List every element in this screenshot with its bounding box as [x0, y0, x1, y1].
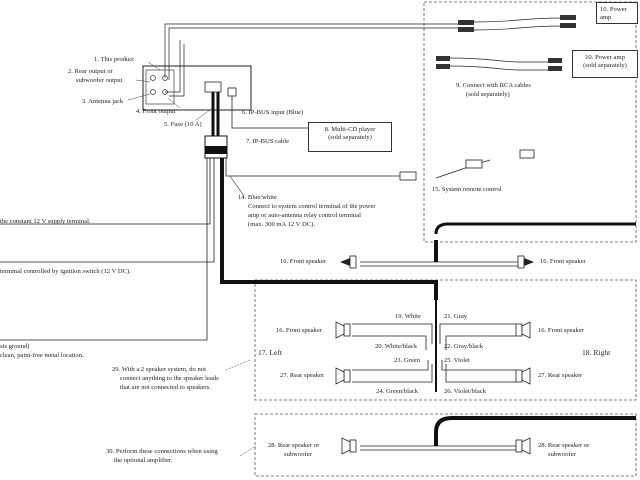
- label-blue-white-desc-1: Connect to system control terminal of th…: [248, 203, 376, 210]
- power-amp-subtitle: (sold separately): [583, 62, 627, 69]
- label-system-remote: 15. System remote control: [432, 186, 502, 193]
- wire-label-23: 23. Green: [394, 357, 420, 364]
- label-front-speaker-top-left: 16. Front speaker: [280, 258, 326, 265]
- label-chassis-location: clean, paint-free metal location.: [0, 352, 84, 359]
- note-29-line-1: 29. With a 2 speaker system, do not: [112, 366, 206, 373]
- label-front-output: 4. Front output: [136, 108, 176, 115]
- multi-cd-subtitle: (sold separately): [328, 134, 372, 141]
- label-antenna-jack: 3. Antenna jack: [82, 98, 124, 105]
- power-amp-box-top: 10. Power amp: [596, 2, 638, 24]
- note-29-line-3: that are not connected to speakers.: [120, 384, 211, 391]
- label-left: 17. Left: [258, 348, 283, 357]
- wire-label-24: 24. Green/black: [376, 388, 419, 395]
- wire-label-20: 20. White/black: [375, 343, 417, 350]
- label-chassis-ground: sis ground): [0, 343, 30, 350]
- power-amp-box: 10. Power amp (sold separately): [572, 50, 638, 78]
- label-rear-speaker-left: 27. Rear speaker: [280, 372, 325, 379]
- label-fuse: 5. Fuse (10 A): [164, 121, 202, 128]
- label-rca-cables: 9. Connect with RCA cables: [456, 82, 531, 89]
- multi-cd-title: 8. Multi-CD player: [324, 126, 376, 133]
- label-ignition: terminal controlled by ignition switch (…: [0, 268, 131, 275]
- label-rear-output-2: subwoofer output: [76, 77, 123, 84]
- power-amp-top-title: 10. Power amp: [600, 6, 627, 21]
- optional-amp-region: [423, 1, 637, 243]
- label-subwoofer-right-1: 28. Rear speaker or: [538, 442, 590, 449]
- wire-label-19: 19. White: [395, 313, 421, 320]
- label-front-speaker-right: 16. Front speaker: [538, 327, 584, 334]
- label-front-speaker-left: 16. Front speaker: [276, 327, 322, 334]
- label-rca-sold: (sold separately): [466, 91, 510, 98]
- label-rear-output: 2. Rear output or: [68, 68, 113, 75]
- multi-cd-player-box: 8. Multi-CD player (sold separately): [308, 122, 392, 152]
- label-subwoofer-left-1: 28. Rear speaker or: [268, 442, 320, 449]
- label-ipbus-input: 6. IP-BUS input (Blue): [242, 109, 304, 116]
- wire-label-25: 25. Violet: [444, 357, 470, 364]
- label-front-speaker-top-right: 16. Front speaker: [540, 258, 586, 265]
- wire-label-21: 21. Gray: [444, 313, 468, 320]
- note-29-line-2: connect anything to the speaker leads: [120, 375, 219, 382]
- label-subwoofer-left-2: subwoofer: [284, 451, 312, 458]
- wire-label-22: 22. Gray/black: [444, 343, 484, 350]
- power-amp-title: 10. Power amp: [585, 54, 625, 61]
- wire-label-26: 26. Violet/black: [444, 388, 486, 395]
- label-this-product: 1. This product: [94, 56, 134, 63]
- subwoofer-region: [254, 413, 637, 477]
- label-right: 18. Right: [582, 348, 611, 357]
- note-30-line-1: 30. Perform these connections when using: [106, 448, 218, 455]
- note-30-line-2: the optional amplifier.: [114, 457, 173, 464]
- label-blue-white: 14. Blue/white: [238, 194, 277, 201]
- label-blue-white-desc-3: (max. 300 mA 12 V DC).: [248, 221, 315, 228]
- label-rear-speaker-right: 27. Rear speaker: [538, 372, 583, 379]
- label-subwoofer-right-2: subwoofer: [548, 451, 576, 458]
- label-blue-white-desc-2: amp or auto-antenna relay control termin…: [248, 212, 361, 219]
- label-constant-12v: the constant 12 V supply terminal.: [0, 218, 91, 225]
- speaker-region: [254, 279, 637, 401]
- label-ipbus-cable: 7. IP-BUS cable: [246, 138, 290, 145]
